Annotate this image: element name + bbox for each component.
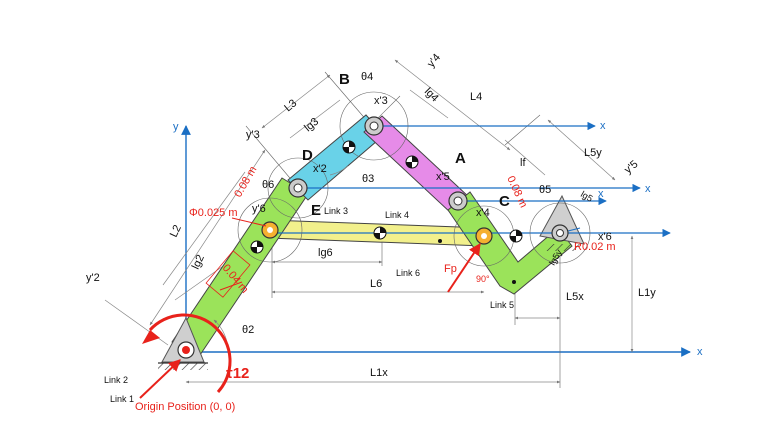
svg-text:L4: L4 bbox=[470, 91, 482, 103]
svg-text:Link 3: Link 3 bbox=[324, 206, 348, 216]
force-arrow bbox=[447, 243, 481, 293]
svg-text:L5y: L5y bbox=[584, 147, 602, 159]
svg-text:x: x bbox=[598, 188, 604, 200]
label-E: E bbox=[311, 202, 321, 219]
joint-B bbox=[364, 116, 384, 136]
svg-text:θ6: θ6 bbox=[262, 179, 274, 191]
svg-text:y'2: y'2 bbox=[86, 272, 100, 284]
svg-text:L2: L2 bbox=[168, 223, 184, 239]
svg-text:x'3: x'3 bbox=[374, 95, 388, 107]
svg-text:y'5: y'5 bbox=[622, 158, 640, 176]
label-B: B bbox=[339, 71, 350, 88]
x-axis-label: x bbox=[697, 346, 703, 358]
joint-E bbox=[261, 221, 279, 239]
joint-ground-right bbox=[551, 224, 569, 242]
svg-text:lf: lf bbox=[520, 157, 526, 169]
joints bbox=[177, 116, 569, 359]
svg-text:lg6: lg6 bbox=[318, 247, 333, 259]
svg-text:Link 6: Link 6 bbox=[396, 268, 420, 278]
svg-text:θ5: θ5 bbox=[539, 184, 551, 196]
svg-text:Link 5: Link 5 bbox=[490, 300, 514, 310]
svg-text:y'6: y'6 bbox=[252, 203, 266, 215]
y-axis-label: y bbox=[173, 121, 179, 133]
svg-text:x'4: x'4 bbox=[476, 207, 490, 219]
right-angle-label: 90° bbox=[476, 274, 490, 284]
svg-text:x'5: x'5 bbox=[436, 171, 450, 183]
svg-text:θ3: θ3 bbox=[362, 173, 374, 185]
svg-text:x: x bbox=[645, 183, 651, 195]
svg-text:x'6: x'6 bbox=[598, 231, 612, 243]
svg-text:L1y: L1y bbox=[638, 287, 656, 299]
svg-text:lg2: lg2 bbox=[190, 253, 207, 271]
diameter-label: Φ0.025 m bbox=[189, 207, 238, 219]
red-annotations bbox=[139, 217, 481, 399]
svg-text:Link 4: Link 4 bbox=[385, 210, 409, 220]
svg-text:L3: L3 bbox=[282, 97, 299, 114]
svg-text:x: x bbox=[600, 120, 606, 132]
label-C: C bbox=[499, 193, 510, 210]
torque-arrow bbox=[148, 313, 232, 394]
label-A: A bbox=[455, 150, 466, 167]
angle-labels: θ4 θ3 θ6 θ2 θ5 bbox=[242, 71, 551, 336]
svg-text:L6: L6 bbox=[370, 278, 382, 290]
svg-text:lg4: lg4 bbox=[422, 86, 441, 105]
svg-text:x'2: x'2 bbox=[313, 163, 327, 175]
svg-text:L1x: L1x bbox=[370, 367, 388, 379]
label-D: D bbox=[302, 147, 313, 164]
width-label-link2: 0.08 m bbox=[232, 164, 259, 199]
svg-text:Link 1: Link 1 bbox=[110, 394, 134, 404]
radius-label: R0.02 m bbox=[574, 241, 616, 253]
svg-text:y'4: y'4 bbox=[425, 52, 443, 70]
force-label: Fp bbox=[444, 263, 457, 275]
torque-label: τ12 bbox=[226, 365, 249, 382]
svg-text:Link 2: Link 2 bbox=[104, 375, 128, 385]
origin-label: Origin Position (0, 0) bbox=[135, 401, 235, 413]
center-of-gravity-marks bbox=[250, 140, 523, 284]
svg-text:θ4: θ4 bbox=[361, 71, 373, 83]
svg-text:lg3: lg3 bbox=[302, 116, 321, 135]
origin-pointer bbox=[139, 359, 181, 399]
svg-text:L5x: L5x bbox=[566, 291, 584, 303]
joint-A bbox=[448, 191, 468, 211]
link-labels: Link 3 Link 4 Link 6 Link 5 Link 2 Link … bbox=[104, 206, 514, 404]
joint-D bbox=[288, 178, 308, 198]
joint-C bbox=[475, 227, 493, 245]
point-labels: B D A C E bbox=[302, 71, 510, 219]
joint-origin bbox=[177, 341, 195, 359]
svg-text:y'3: y'3 bbox=[246, 129, 260, 141]
svg-text:θ2: θ2 bbox=[242, 324, 254, 336]
